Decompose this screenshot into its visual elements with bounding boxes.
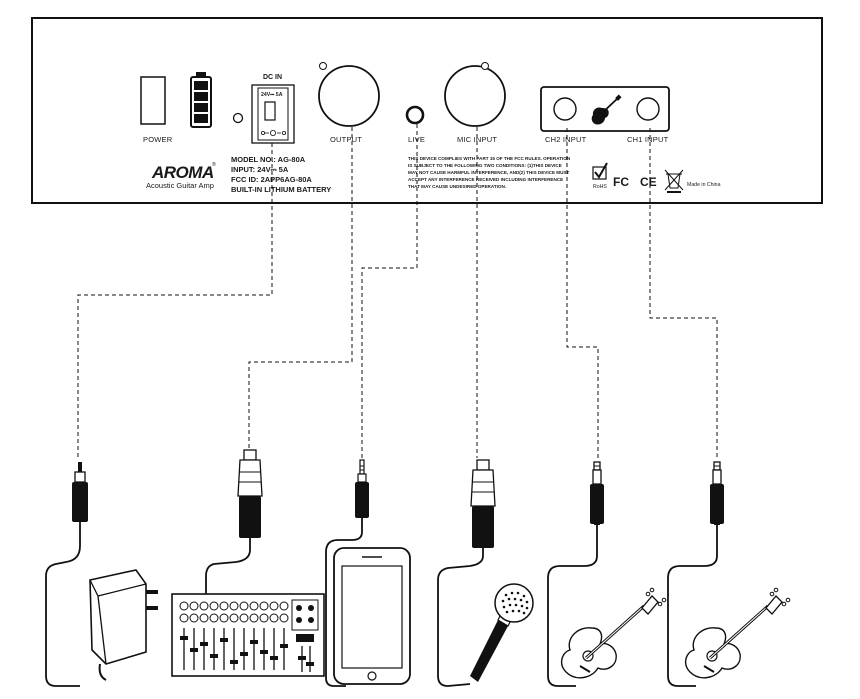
dcin-label: DC IN [263,74,282,81]
power-label: POWER [143,135,173,144]
adapter-cable [45,522,81,687]
live-label: LIVE [408,135,425,144]
made-in-label: Made in China [687,182,721,188]
fcc-line-1: THIS DEVICE COMPLIES WITH PART 15 OF THE… [408,156,571,161]
power-adapter-icon [89,569,158,681]
mic-cable [437,548,484,687]
phone-cable [325,518,363,687]
fcc-line-4: ACCEPT ANY INTERFERENCE RECEIVED INCLUDI… [408,177,563,182]
xlr-plug-output-icon [237,449,263,539]
mic-input-label: MIC INPUT [457,135,497,144]
brand-subtitle: Acoustic Guitar Amp [146,181,214,190]
rohs-check-icon [592,162,608,180]
smartphone-icon [333,547,411,685]
xlr-plug-mic-icon [470,459,496,549]
output-jack [318,65,380,127]
mic-input-jack [444,65,506,127]
weee-bin-icon [664,169,684,193]
ch2-guitar-cable [547,524,598,687]
jack-plug-ch1-icon [709,461,725,525]
ch2-input-label: CH2 INPUT [545,135,587,144]
dcin-socket [264,101,276,121]
line-ch1-guitar [649,128,718,458]
guitar-icon [591,94,622,125]
brand-registered-mark: ® [212,161,216,168]
power-switch [140,76,166,125]
spec-battery: BUILT-IN LITHIUM BATTERY [231,185,331,194]
live-jack [405,105,425,125]
microphone-icon [470,583,534,682]
dcin-rating: 24V⎓ 5A [261,92,283,98]
fc-mark: FC [613,175,629,189]
acoustic-guitar-ch2-icon [560,586,668,680]
trs-plug-icon [355,459,369,518]
fcc-line-5: THAT MAY CAUSE UNDESIRED OPERATION. [408,184,506,189]
mixer-cable [205,538,251,594]
output-screw [319,62,327,70]
power-led [232,112,244,124]
fcc-line-2: IS SUBJECT TO THE FOLLOWING TWO CONDITIO… [408,163,562,168]
output-label: OUTPUT [330,135,362,144]
rohs-label: RoHS [593,184,607,190]
line-ch2-guitar [566,128,599,458]
ch1-guitar-cable [667,524,718,687]
fcc-line-3: MAY NOT CAUSE HARMFUL INTERFERENCE, AND(… [408,170,569,175]
acoustic-guitar-ch1-icon [684,586,792,680]
spec-input: INPUT: 24V⎓ 5A [231,165,289,174]
brand-logo: AROMA [151,163,214,182]
ch2-input-jack [553,97,577,121]
line-live-phone [361,124,418,458]
jack-plug-ch2-icon [589,461,605,525]
polarity-icon [260,129,286,136]
battery-icon [190,72,212,128]
ce-mark: CE [640,175,657,189]
mixer-icon [171,593,325,677]
line-output-mixer [248,127,353,458]
ch1-input-jack [636,97,660,121]
spec-model: MODEL NO.: AG-80A [231,155,306,164]
line-dcin-adapter [77,143,273,458]
mic-screw [481,62,489,70]
dc-plug-icon [72,462,88,522]
ch1-input-label: CH1 INPUT [627,135,669,144]
